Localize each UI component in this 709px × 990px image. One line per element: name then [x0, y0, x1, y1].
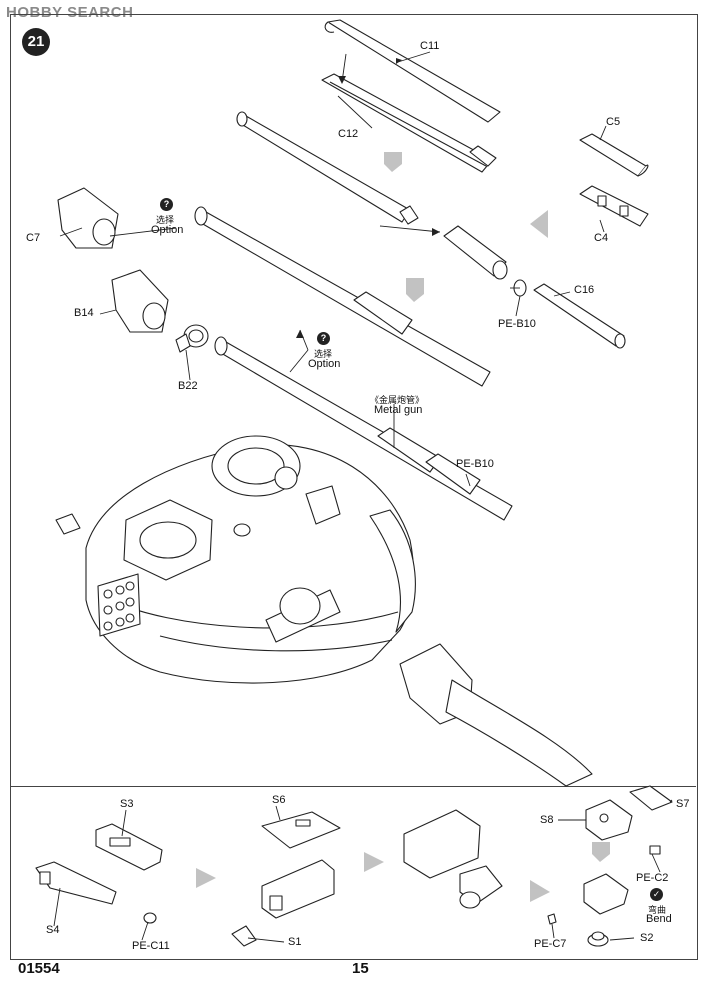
part-s7 [629, 785, 673, 811]
page-number: 15 [352, 960, 369, 977]
label-c16: C16 [574, 284, 595, 296]
hatch-arrow [530, 210, 548, 238]
label-pe-b10-top: PE-B10 [498, 318, 536, 330]
part-c5 [579, 133, 649, 177]
option-question-icon: ? [160, 198, 173, 211]
label-s7: S7 [676, 798, 690, 810]
part-c16 [533, 283, 626, 349]
page-frame [10, 14, 698, 960]
bend-icon: ✓ [650, 888, 663, 901]
part-b14 [111, 269, 169, 333]
label-c5: C5 [606, 116, 621, 128]
hatch-arrow [406, 278, 424, 302]
option-upper-cn: 选择 [156, 215, 175, 225]
part-s4 [35, 861, 117, 905]
label-s6: S6 [272, 794, 286, 806]
part-metal-gun [214, 336, 513, 521]
part-s3 [95, 823, 163, 871]
hatch-arrow [592, 842, 610, 862]
turret-mantlet [399, 643, 593, 787]
part-gun-tube-upper [236, 111, 419, 225]
part-s1 [231, 925, 257, 947]
part-pe-c11 [143, 912, 157, 924]
bend-cn: 弯曲 [648, 905, 667, 915]
label-c11: C11 [420, 40, 440, 52]
label-s1: S1 [288, 936, 302, 948]
part-c4 [579, 185, 649, 227]
part-c11 [324, 19, 501, 123]
part-c12 [321, 73, 497, 173]
part-b22 [175, 324, 209, 353]
hatch-arrow [364, 852, 384, 872]
label-pe-c11: PE-C11 [132, 940, 170, 952]
bend-en: Bend [646, 913, 672, 925]
subassembly-assembled [403, 809, 503, 909]
part-sleeve [443, 225, 508, 280]
part-s1-box [261, 859, 335, 919]
part-c7 [57, 187, 119, 249]
option-lower-cn: 选择 [314, 349, 333, 359]
metal-gun-cn: 《金属炮管》 [370, 395, 425, 405]
part-pe-c2 [649, 845, 661, 855]
part-lower-right-sub [583, 873, 629, 915]
turret-body [55, 435, 416, 684]
part-s6 [261, 811, 341, 849]
option-question-icon: ? [317, 332, 330, 345]
lower-subassembly-divider [10, 786, 696, 959]
model-number: 01554 [18, 960, 60, 977]
label-s3: S3 [120, 798, 134, 810]
label-s2: S2 [640, 932, 654, 944]
part-s2 [587, 931, 609, 947]
label-c4: C4 [594, 232, 609, 244]
label-c12: C12 [338, 128, 359, 140]
label-c7: C7 [26, 232, 41, 244]
label-b22: B22 [178, 380, 198, 392]
option-upper-en: Option [151, 224, 184, 236]
metal-gun-en: Metal gun [374, 404, 423, 416]
label-b14: B14 [74, 307, 94, 319]
option-lower-en: Option [308, 358, 341, 370]
hatch-arrow [196, 868, 216, 888]
part-long-barrel [194, 206, 491, 387]
label-s8: S8 [540, 814, 554, 826]
label-pe-c7: PE-C7 [534, 938, 567, 950]
label-s4: S4 [46, 924, 60, 936]
watermark: HOBBY SEARCH [6, 4, 134, 21]
label-pe-b10-gun: PE-B10 [456, 458, 494, 470]
step-number-badge: 21 [22, 28, 50, 56]
hatch-arrow [530, 880, 550, 902]
part-s8 [585, 799, 633, 841]
part-pe-c7 [547, 913, 557, 925]
label-pe-c2: PE-C2 [636, 872, 669, 884]
hatch-arrow [384, 152, 402, 172]
